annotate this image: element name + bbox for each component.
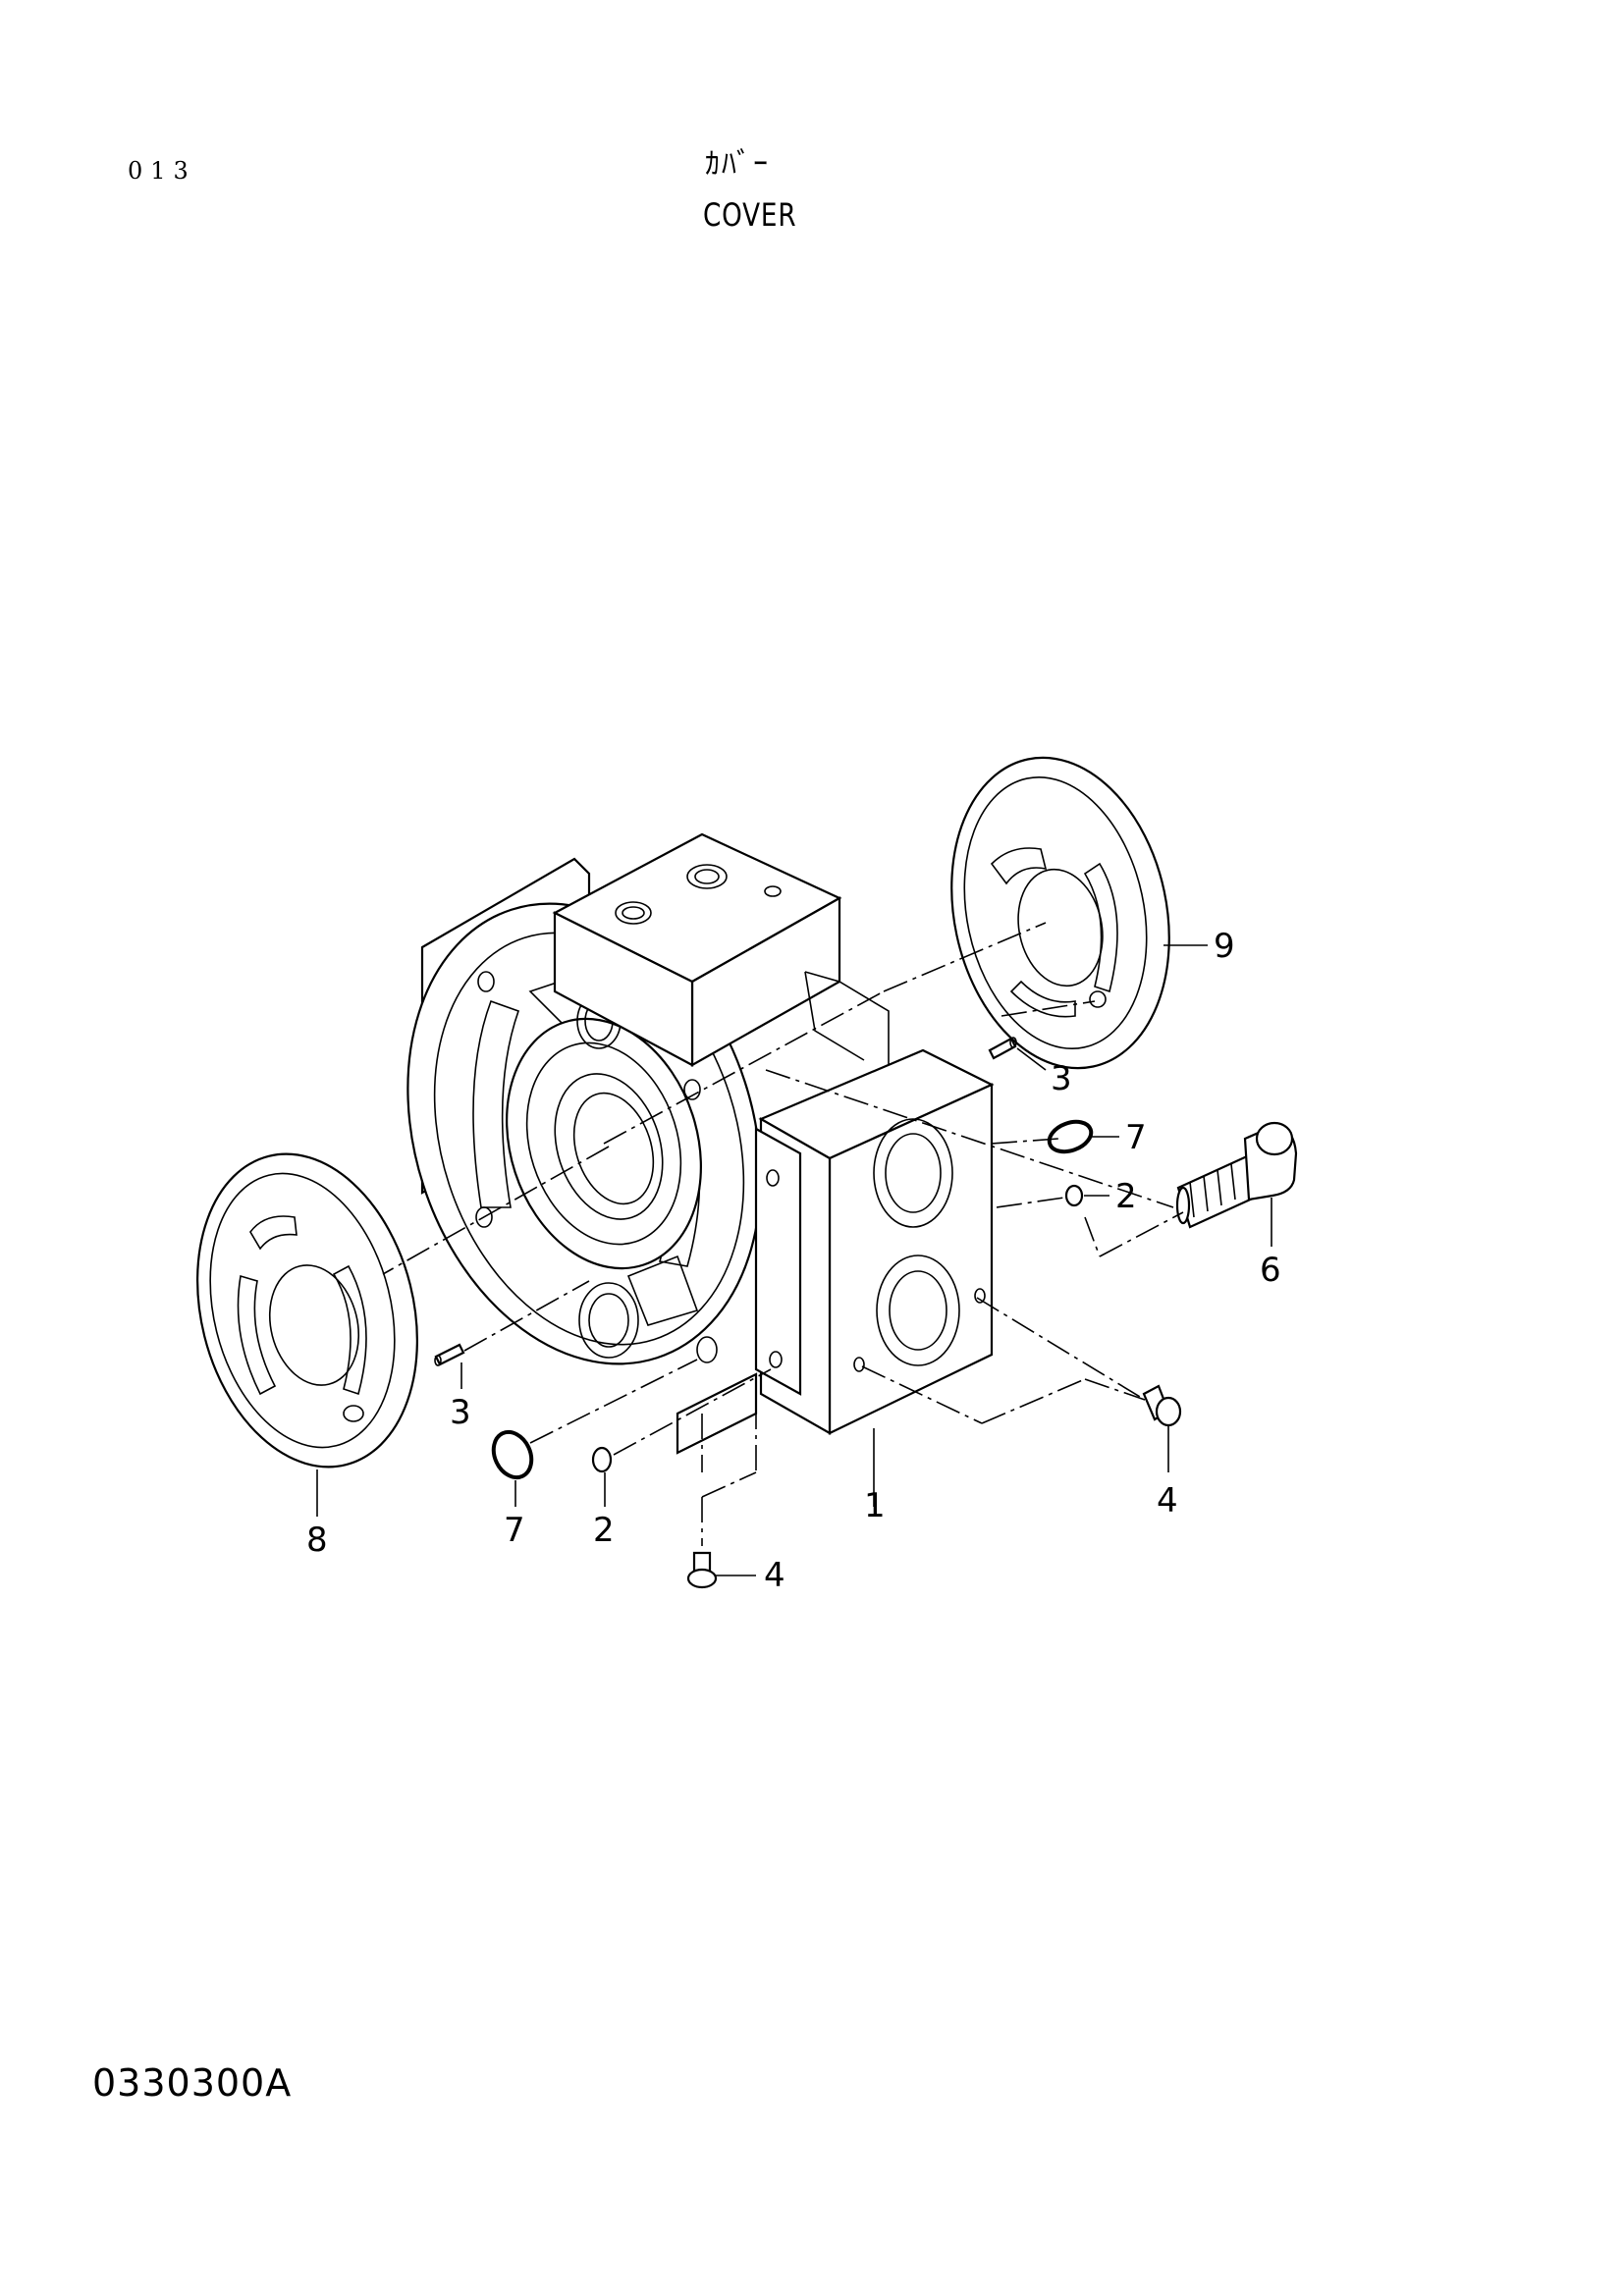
page-number: 013 (128, 157, 196, 185)
screw-4-right (1142, 1384, 1182, 1427)
callout-7-upper: 7 (1125, 1118, 1147, 1157)
callout-8: 8 (306, 1521, 328, 1560)
o-ring-2-lower (591, 1446, 613, 1473)
callout-3-upper: 3 (1051, 1059, 1072, 1098)
valve-plate-9 (950, 756, 1170, 1070)
o-ring-7-lower (491, 1429, 534, 1480)
callout-9: 9 (1214, 927, 1235, 966)
callout-2-upper: 2 (1115, 1177, 1137, 1216)
callout-4-right: 4 (1157, 1481, 1178, 1521)
valve-plate-8 (196, 1152, 418, 1468)
callout-6: 6 (1260, 1251, 1281, 1290)
screw-4-bottom (686, 1551, 718, 1589)
leader-lines (316, 944, 1272, 1576)
callout-7-lower: 7 (504, 1511, 525, 1550)
callout-1: 1 (864, 1486, 886, 1525)
title-english: COVER (703, 196, 797, 234)
pin-3-lower (434, 1343, 465, 1366)
drawing-code: 0330300A (92, 2061, 293, 2105)
callout-2-lower: 2 (593, 1511, 615, 1550)
o-ring-7-upper (1047, 1119, 1094, 1154)
title-japanese: ｶﾊﾞｰ (705, 147, 770, 182)
o-ring-2-upper (1064, 1184, 1084, 1207)
callout-4-bottom: 4 (764, 1556, 785, 1595)
pin-3-upper (988, 1037, 1017, 1060)
callout-3-lower: 3 (450, 1393, 471, 1432)
bolt-6 (1175, 1121, 1298, 1229)
assembly-lines (382, 922, 1184, 1546)
